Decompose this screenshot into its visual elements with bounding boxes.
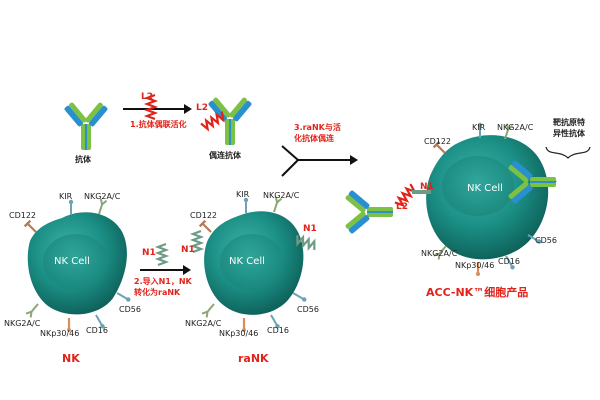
- target-antibody-label: 靶抗原特 异性抗体: [553, 118, 585, 140]
- rank-cell-label: NK Cell: [229, 256, 265, 267]
- acc-l2-label: L2: [396, 202, 408, 212]
- acc-n1-label: N1: [420, 182, 434, 192]
- step3-line1: 3.raNK与活: [294, 123, 341, 132]
- nk-kir-receptor-icon: [67, 198, 75, 216]
- rank-cd122-label: CD122: [190, 211, 218, 220]
- acc-nkp-label: NKp30/46: [455, 261, 495, 270]
- rank-kir-label: KIR: [236, 190, 250, 199]
- target-antibody-line1: 靶抗原特: [553, 118, 585, 127]
- coupled-l2-label: L2: [196, 103, 208, 113]
- step2-label: 2.导入N1，NK 转化为raNK: [134, 277, 192, 299]
- rank-cd56-label: CD56: [297, 305, 319, 314]
- step3-line2: 化抗体偶连: [294, 133, 334, 143]
- nk-cd122-label: CD122: [9, 211, 37, 220]
- acc-cd56-label: CD56: [535, 236, 557, 245]
- acc-nk-cell: [426, 135, 549, 260]
- plain-antibody-icon: [63, 101, 109, 150]
- rank-name: raNK: [238, 352, 269, 365]
- l2-label: L2: [141, 92, 153, 102]
- step3-label: 3.raNK与活 化抗体偶连: [294, 123, 341, 145]
- acc-nkg2ac-label: NKG2A/C: [497, 123, 534, 132]
- nk-kir-label: KIR: [59, 192, 73, 201]
- nk-nkp-label: NKp30/46: [40, 329, 80, 338]
- nk-cd56-label: CD56: [119, 305, 141, 314]
- coupled-antibody-label: 偶连抗体: [209, 151, 241, 160]
- target-antibody-line2: 异性抗体: [553, 128, 585, 138]
- step3-merge-arrow: [281, 145, 358, 177]
- n1-molecule-icon: [156, 242, 168, 267]
- rank-nkp-label: NKp30/46: [219, 329, 259, 338]
- nk-nkg2ac-receptor-icon: [95, 197, 108, 216]
- acc-nk-product-name: ACC-NK™细胞产品: [426, 286, 529, 299]
- nk-cd16-label: CD16: [86, 326, 108, 335]
- rank-nkg2ac-bottom-label: NKG2A/C: [185, 319, 222, 328]
- nk-nkg2ac-label: NKG2A/C: [84, 192, 121, 201]
- nk-nkg2ac-bottom-label: NKG2A/C: [4, 319, 41, 328]
- acc-cell-label: NK Cell: [467, 183, 503, 194]
- rank-n1-label: N1: [303, 224, 317, 234]
- step2-line1: 2.导入N1，NK: [134, 277, 192, 286]
- step2-line2: 转化为raNK: [134, 287, 181, 297]
- antibody-label: 抗体: [75, 155, 91, 164]
- acc-cd122-label: CD122: [424, 137, 452, 146]
- acc-kir-label: KIR: [472, 123, 486, 132]
- nk-cell-label: NK Cell: [54, 256, 90, 267]
- rank-nkg2ac-label: NKG2A/C: [263, 191, 300, 200]
- acc-nkg2ac-bottom-label: NKG2A/C: [421, 249, 458, 258]
- rank-cd16-label: CD16: [267, 326, 289, 335]
- target-antibody-bracket: [545, 146, 591, 159]
- rank-n1-left-label: N1: [181, 245, 195, 255]
- n1-label: N1: [142, 248, 156, 258]
- nk-nkg2ac-bottom-receptor-icon: [25, 301, 42, 319]
- nk-name: NK: [62, 352, 80, 365]
- coupled-l2-linker-icon: [199, 110, 227, 132]
- rank-cell: [204, 211, 304, 315]
- step1-label: 1.抗体偶联活化: [130, 120, 187, 129]
- nk-cd56-receptor-icon: [114, 290, 133, 304]
- acc-cd16-label: CD16: [498, 257, 520, 266]
- step2-arrow: [140, 265, 191, 275]
- acc-left-antibody-icon: [344, 189, 393, 235]
- step1-arrow: [123, 104, 192, 114]
- nk-cell: [27, 212, 127, 315]
